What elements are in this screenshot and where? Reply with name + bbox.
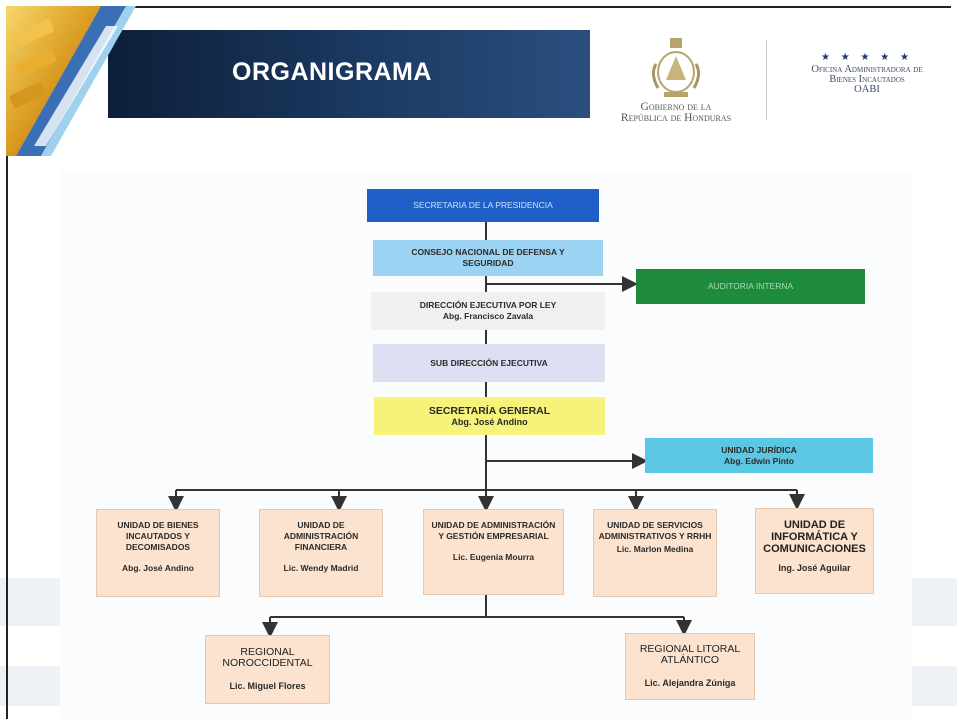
box-person: Abg. Edwin Pinto [724, 455, 794, 466]
background-stripe [0, 578, 60, 626]
box-unidad-financiera: UNIDAD DE ADMINISTRACIÓN FINANCIERA Lic.… [259, 509, 383, 597]
box-regional-litoral-atlantico: REGIONAL LITORAL ATLÁNTICO Lic. Alejandr… [625, 633, 755, 700]
box-label: UNIDAD DE INFORMÁTICA Y COMUNICACIONES [763, 519, 866, 555]
box-auditoria-interna: AUDITORIA INTERNA [636, 269, 865, 304]
logo-divider [766, 40, 767, 120]
gov-name-line1: Gobierno de la [640, 101, 712, 113]
box-label: UNIDAD DE ADMINISTRACIÓN Y GESTIÓN EMPRE… [431, 520, 556, 541]
header-banner [108, 30, 590, 118]
gov-name-line2: República de Honduras [620, 112, 732, 124]
box-label: UNIDAD DE SERVICIOS ADMINISTRATIVOS Y RR… [598, 520, 712, 541]
box-regional-noroccidental: REGIONAL NOROCCIDENTAL Lic. Miguel Flore… [205, 635, 330, 704]
page-title: ORGANIGRAMA [232, 58, 432, 86]
gold-bars-decoration-icon [6, 6, 136, 156]
box-label: SUB DIRECCIÓN EJECUTIVA [430, 357, 548, 368]
box-label: REGIONAL NOROCCIDENTAL [222, 646, 313, 669]
box-person: Abg. Francisco Zavala [442, 311, 534, 321]
box-sub-direccion: SUB DIRECCIÓN EJECUTIVA [373, 344, 605, 382]
box-label: REGIONAL LITORAL ATLÁNTICO [639, 643, 741, 666]
box-label: SECRETARIA DE LA PRESIDENCIA [413, 200, 553, 210]
slide-frame [6, 6, 951, 719]
stars-icon: ★ ★ ★ ★ ★ [821, 52, 913, 63]
box-person: Abg. José Andino [451, 416, 528, 427]
oabi-logo: ★ ★ ★ ★ ★ Oficina Administradora de Bien… [782, 52, 952, 95]
background-stripe [912, 578, 957, 626]
oabi-line3: OABI [854, 84, 880, 95]
honduras-coat-of-arms-icon [651, 38, 701, 97]
background-stripe [0, 666, 60, 706]
box-unidad-servicios: UNIDAD DE SERVICIOS ADMINISTRATIVOS Y RR… [593, 509, 717, 597]
box-direccion-ejecutiva: DIRECCIÓN EJECUTIVA POR LEY Abg. Francis… [371, 292, 605, 330]
box-label: SECRETARÍA GENERAL [428, 404, 551, 417]
box-label: UNIDAD DE ADMINISTRACIÓN FINANCIERA [283, 520, 359, 552]
box-consejo-nacional: CONSEJO NACIONAL DE DEFENSA Y SEGURIDAD [373, 240, 603, 276]
box-label: AUDITORIA INTERNA [707, 281, 794, 291]
background-stripe [912, 666, 957, 706]
box-label: DIRECCIÓN EJECUTIVA POR LEY [419, 300, 557, 310]
box-person: Lic. Miguel Flores [229, 681, 306, 691]
oabi-line1: Oficina Administradora de [811, 64, 923, 75]
box-person: Lic. Eugenia Mourra [452, 552, 535, 562]
box-label: CONSEJO NACIONAL DE DEFENSA Y SEGURIDAD [411, 247, 565, 268]
box-unidad-gestion-empresarial: UNIDAD DE ADMINISTRACIÓN Y GESTIÓN EMPRE… [423, 509, 564, 595]
box-person: Lic. Alejandra Zúniga [644, 678, 736, 688]
government-logo: Gobierno de la República de Honduras [596, 30, 756, 130]
box-secretaria-general: SECRETARÍA GENERAL Abg. José Andino [374, 397, 605, 435]
box-secretaria-presidencia: SECRETARIA DE LA PRESIDENCIA [367, 189, 599, 222]
box-person: Abg. José Andino [122, 563, 194, 573]
box-unidad-juridica: UNIDAD JURÍDICA Abg. Edwin Pinto [645, 438, 873, 473]
box-person: Lic. Marlon Medina [616, 544, 694, 554]
box-label: UNIDAD JURÍDICA [721, 444, 797, 455]
box-unidad-informatica: UNIDAD DE INFORMÁTICA Y COMUNICACIONES I… [755, 508, 874, 594]
box-label: UNIDAD DE BIENES INCAUTADOS Y DECOMISADO… [117, 520, 199, 552]
box-person: Lic. Wendy Madrid [283, 563, 359, 573]
box-unidad-bienes: UNIDAD DE BIENES INCAUTADOS Y DECOMISADO… [96, 509, 220, 597]
box-person: Ing. José Aguilar [778, 563, 851, 573]
oabi-line2: Bienes Incautados [829, 74, 905, 85]
